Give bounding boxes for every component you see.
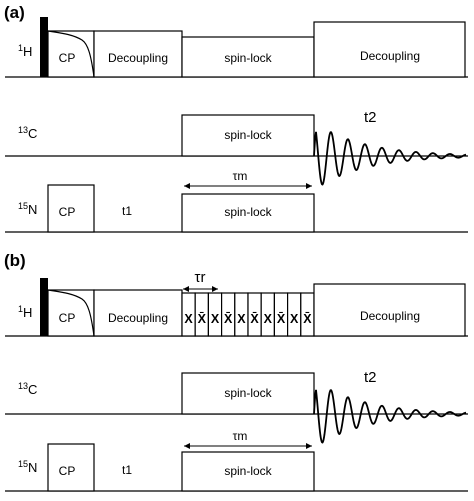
- panel-b-x-pulse-train: X X̄ X X̄ X X̄ X X̄ X X̄: [181, 292, 315, 337]
- panel-a-c-acq-label: t2: [364, 109, 377, 126]
- x-pulse-label: X̄: [277, 312, 286, 326]
- panel-b-c-spinlock-label: spin-lock: [224, 386, 272, 400]
- panel-b-h-channel-label: 1H: [18, 304, 32, 320]
- panel-a-h-decoupling1-box: [93, 30, 183, 78]
- panel-b-label: (b): [4, 251, 26, 270]
- x-pulse-label: X̄: [250, 312, 259, 326]
- panel-a: (a) 1H CP Decoupling spin-lock Decouplin…: [4, 3, 468, 233]
- panel-a-n-cp-label: CP: [59, 205, 76, 219]
- panel-b-c-channel-label: 13C: [18, 381, 37, 397]
- panel-a-h-channel: 1H CP Decoupling spin-lock Decoupling: [5, 17, 468, 78]
- x-pulse-label: X: [211, 312, 220, 326]
- panel-b-h-cp-label: CP: [59, 311, 76, 325]
- panel-b-n-spinlock-label: spin-lock: [224, 464, 272, 478]
- panel-b-n-channel: 15N CP t1 spin-lock τm: [5, 429, 468, 492]
- panel-a-fid: [313, 131, 467, 186]
- x-pulse-label: X̄: [224, 312, 233, 326]
- panel-a-mixing-label: τm: [233, 169, 248, 183]
- panel-a-h-decoupling1-label: Decoupling: [108, 51, 168, 65]
- panel-a-h-decoupling2-label: Decoupling: [360, 49, 420, 63]
- x-pulse-label: X: [184, 312, 193, 326]
- panel-a-n-channel: 15N CP t1 spin-lock τm: [5, 169, 468, 233]
- panel-a-label: (a): [4, 3, 25, 22]
- panel-a-n-channel-label: 15N: [18, 201, 37, 217]
- panel-a-h-spinlock-label: spin-lock: [224, 51, 272, 65]
- panel-a-n-t1-label: t1: [122, 204, 132, 218]
- x-pulse-label: X: [290, 312, 299, 326]
- panel-a-n-spinlock-label: spin-lock: [224, 205, 272, 219]
- panel-a-c-channel-label: 13C: [18, 125, 37, 141]
- panel-b-c-spinlock-box: [181, 372, 315, 415]
- panel-b: (b) 1H CP Decoupling X X̄ X X̄ X X̄ X X̄ X X̄ τr …: [4, 251, 468, 492]
- panel-b-n-t1-label: t1: [122, 463, 132, 477]
- panel-b-c-acq-label: t2: [364, 369, 377, 386]
- panel-a-n-spinlock-box: [181, 193, 315, 233]
- x-pulse-label: X̄: [198, 312, 207, 326]
- panel-a-h-spinlock-box: [181, 36, 315, 78]
- panel-a-h-cp-ramp: [47, 30, 95, 78]
- x-pulse-label: X: [237, 312, 246, 326]
- panel-b-n-cp-box: [47, 443, 95, 492]
- panel-a-c-spinlock-box: [181, 114, 315, 157]
- panel-a-n-cp-box: [47, 184, 95, 233]
- panel-a-h-cp-label: CP: [59, 51, 76, 65]
- panel-a-c-spinlock-label: spin-lock: [224, 128, 272, 142]
- panel-b-n-spinlock-box: [181, 451, 315, 492]
- x-pulse-label: X: [264, 312, 273, 326]
- panel-a-h-channel-label: 1H: [18, 43, 32, 59]
- panel-a-c-channel: 13C spin-lock t2: [5, 109, 468, 186]
- panel-b-fid: [313, 389, 467, 444]
- panel-b-h-decoupling1-label: Decoupling: [108, 311, 168, 325]
- panel-b-h-channel: 1H CP Decoupling X X̄ X X̄ X X̄ X X̄ X X̄ τr Deco…: [5, 269, 468, 337]
- panel-b-h-cp-ramp: [47, 289, 95, 337]
- panel-b-h-decoupling1-box: [93, 289, 183, 337]
- panel-b-c-channel: 13C spin-lock t2: [5, 369, 468, 444]
- panel-b-mixing-label: τm: [233, 429, 248, 443]
- panel-b-n-channel-label: 15N: [18, 459, 37, 475]
- panel-b-h-decoupling2-box: [313, 283, 466, 337]
- panel-b-h-decoupling2-label: Decoupling: [360, 309, 420, 323]
- panel-b-rotor-label: τr: [195, 269, 206, 286]
- panel-b-h-90-pulse: [40, 278, 48, 336]
- panel-a-h-90-pulse: [40, 17, 48, 77]
- panel-a-h-decoupling2-box: [313, 21, 466, 78]
- x-pulse-label: X̄: [303, 312, 312, 326]
- panel-b-n-cp-label: CP: [59, 464, 76, 478]
